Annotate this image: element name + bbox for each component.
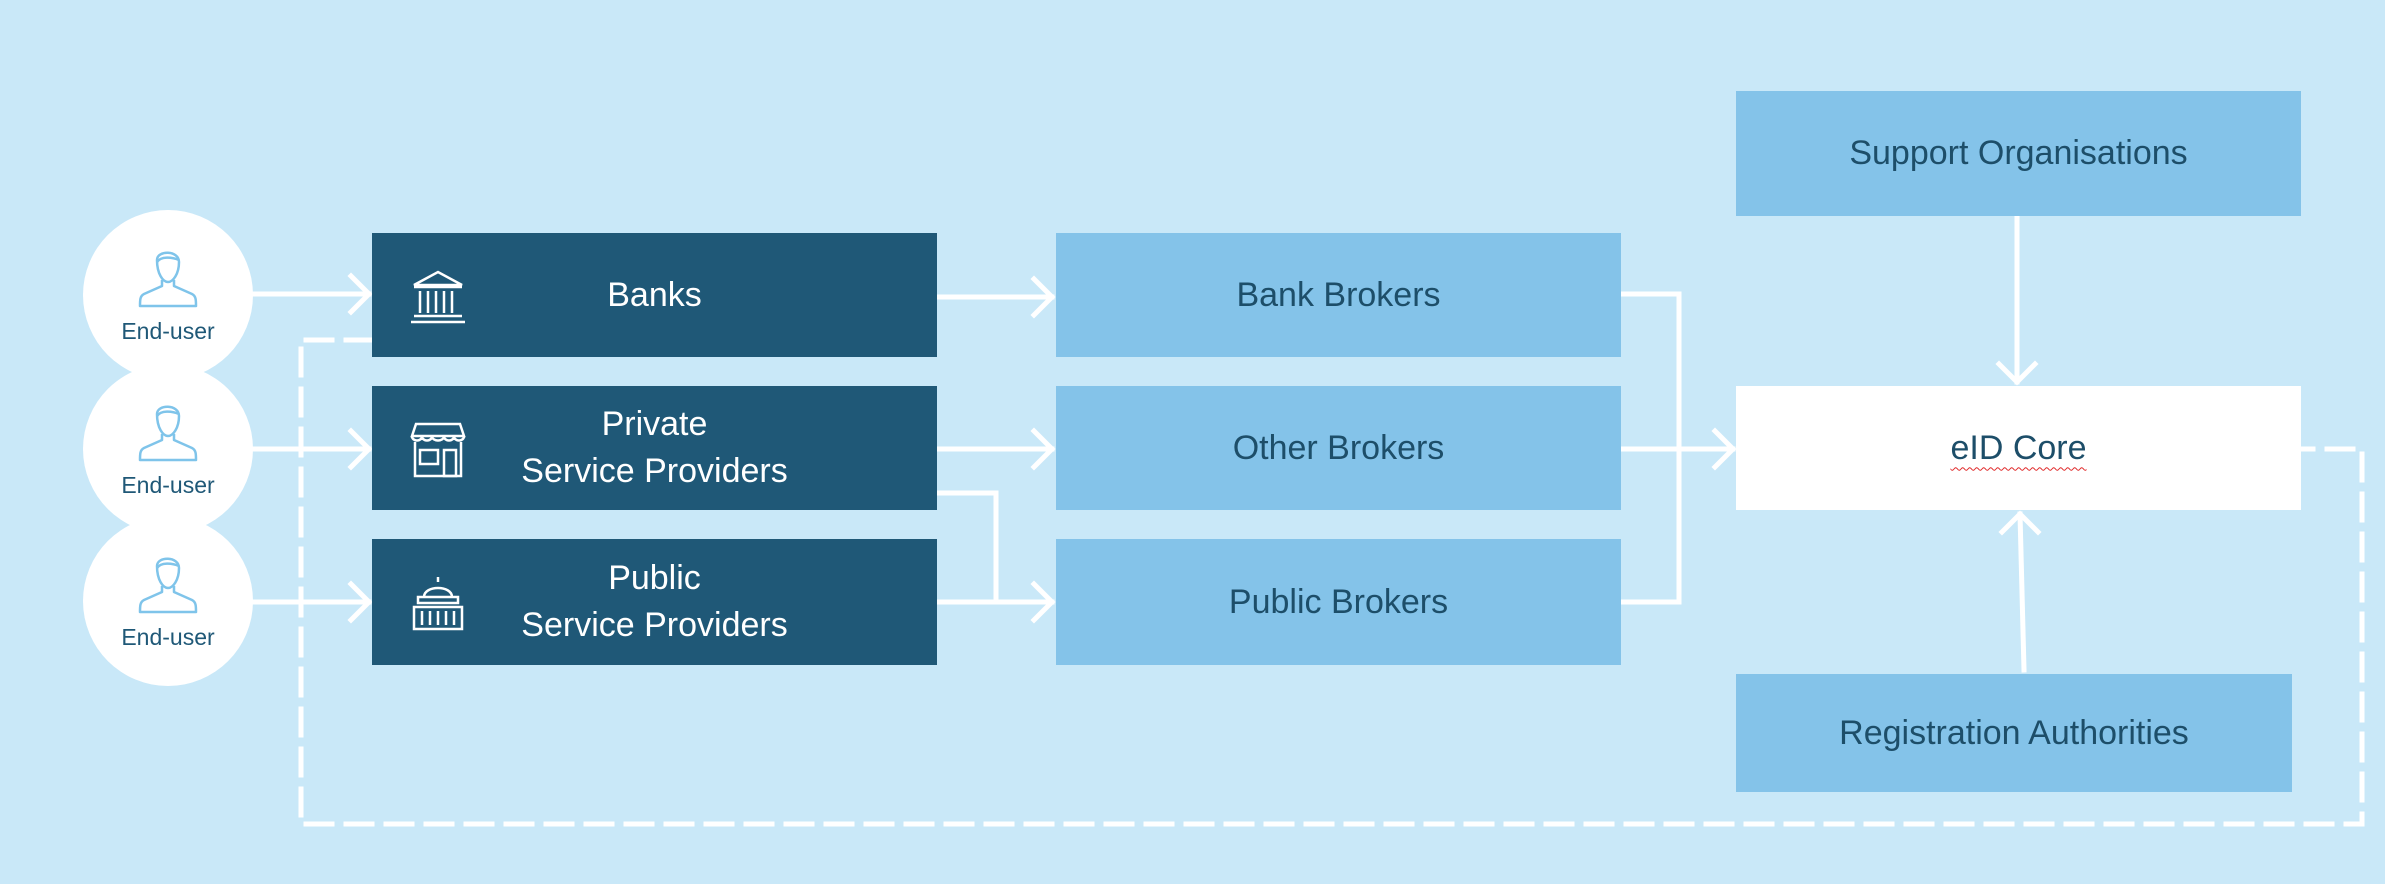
banks-label: Banks [607,275,702,314]
arrowhead-banks-to-bank-brokers [1030,275,1056,319]
bank-brokers-box: Bank Brokers [1056,233,1621,357]
public-service-providers-box: Public Service Providers [372,539,937,665]
private-service-providers-box: Private Service Providers [372,386,937,510]
eid-core-label: eID Core [1950,428,2087,467]
arrowhead-support-to-core [1995,360,2039,386]
other-brokers-label: Other Brokers [1232,428,1445,467]
person-icon [138,557,198,614]
registration-authorities-label: Registration Authorities [1839,713,2189,752]
end-user-label: End-user [121,472,215,498]
public-brokers-box: Public Brokers [1056,539,1621,665]
end-user-label: End-user [121,624,215,650]
bank-icon [411,270,465,324]
arrowhead-user-to-public-providers [347,580,373,624]
arrowhead-private-to-other-brokers [1030,427,1056,471]
person-icon [138,251,198,308]
private-service-providers-label: Private Service Providers [521,405,788,490]
end-user-label: End-user [121,318,215,344]
end-user-node: End-user [83,364,253,534]
storefront-icon [410,422,466,478]
dashed-feedback-loop [298,337,2365,827]
public-brokers-label: Public Brokers [1228,582,1449,621]
end-user-node: End-user [83,210,253,380]
arrowhead-user-to-private-providers [347,427,373,471]
arrow-registration-to-core [2017,511,2027,673]
arrowhead-to-core [1711,427,1737,471]
registration-authorities-box: Registration Authorities [1736,674,2292,792]
arrow-private-to-public-brokers [934,490,999,605]
arrowhead-user-to-banks [347,272,373,316]
other-brokers-box: Other Brokers [1056,386,1621,510]
arrowhead-to-public-brokers [1030,580,1056,624]
person-icon [138,405,198,462]
public-service-providers-label: Public Service Providers [521,559,788,644]
arrowhead-registration-to-core [1998,510,2042,536]
eid-core-box: eID Core [1736,386,2301,510]
bank-brokers-label: Bank Brokers [1236,275,1441,314]
government-building-icon [412,577,464,631]
banks-box: Banks [372,233,937,357]
end-user-node: End-user [83,516,253,686]
support-organisations-label: Support Organisations [1849,134,2188,172]
support-organisations-box: Support Organisations [1736,91,2301,216]
